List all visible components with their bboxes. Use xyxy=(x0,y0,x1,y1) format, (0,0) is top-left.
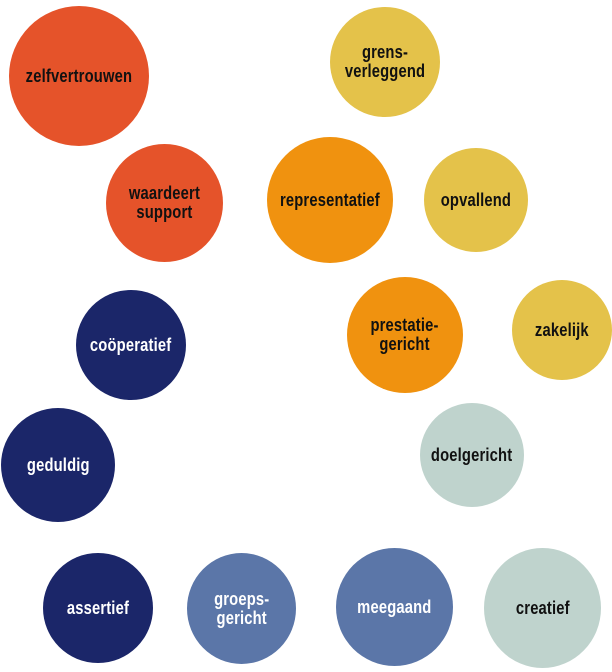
bubble-zelfvertrouwen: zelfvertrouwen xyxy=(9,6,149,146)
bubble-label: doelgericht xyxy=(431,444,513,465)
bubble-representatief: representatief xyxy=(267,137,393,263)
bubble-opvallend: opvallend xyxy=(424,148,528,252)
bubble-prestatiegericht: prestatie- gericht xyxy=(347,277,463,393)
bubble-meegaand: meegaand xyxy=(336,548,453,666)
bubble-label: zelfvertrouwen xyxy=(25,65,133,86)
bubble-zakelijk: zakelijk xyxy=(512,280,612,380)
bubble-label: opvallend xyxy=(440,189,512,210)
bubble-cooperatief: coöperatief xyxy=(76,290,186,400)
bubble-label: assertief xyxy=(66,597,130,618)
bubble-label: prestatie- gericht xyxy=(370,315,440,354)
bubble-waardeert-support: waardeert support xyxy=(106,144,223,262)
bubble-label: representatief xyxy=(280,189,380,210)
bubble-doelgericht: doelgericht xyxy=(420,403,524,507)
bubble-grensverleggend: grens- verleggend xyxy=(330,7,440,117)
bubble-label: coöperatief xyxy=(90,334,172,355)
bubble-assertief: assertief xyxy=(43,553,153,663)
bubble-label: geduldig xyxy=(26,454,90,475)
bubble-label: waardeert support xyxy=(128,183,201,222)
bubble-geduldig: geduldig xyxy=(1,408,115,522)
bubble-label: creatief xyxy=(515,597,570,618)
bubble-creatief: creatief xyxy=(484,548,601,668)
bubble-label: meegaand xyxy=(357,596,432,617)
bubble-label: grens- verleggend xyxy=(344,42,426,81)
bubble-groepsgericht: groeps- gericht xyxy=(187,553,296,664)
bubble-label: zakelijk xyxy=(535,319,589,340)
bubble-label: groeps- gericht xyxy=(213,588,270,628)
